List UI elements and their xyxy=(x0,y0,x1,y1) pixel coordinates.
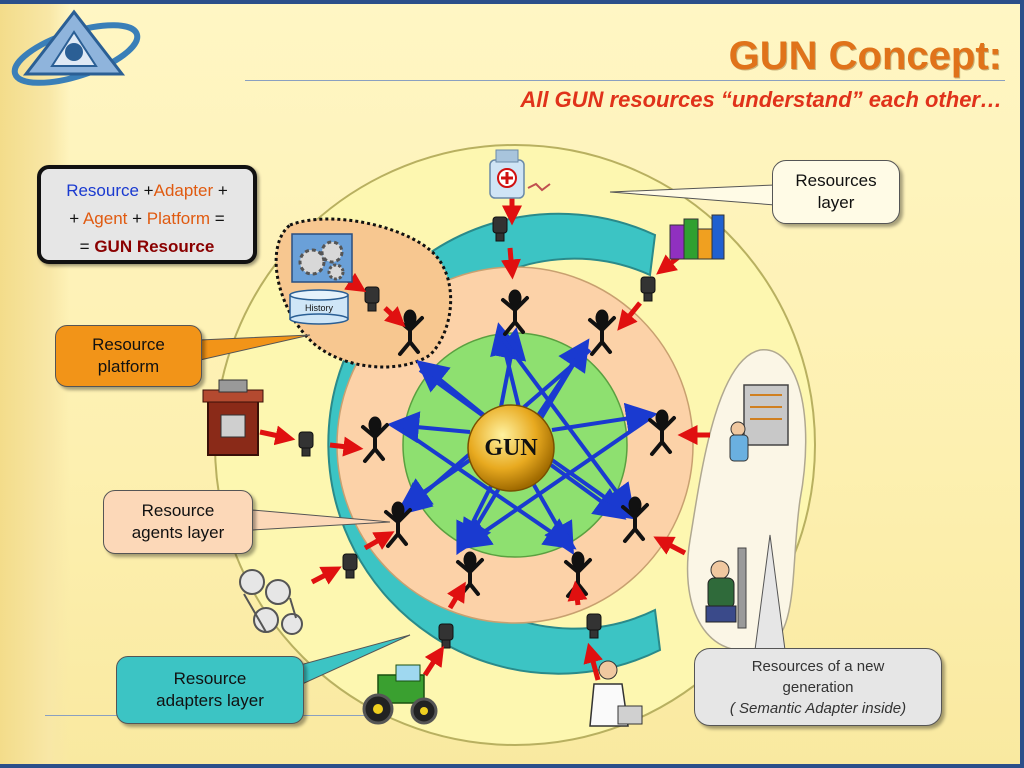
books-icon xyxy=(669,214,725,260)
red-arrow xyxy=(583,642,603,681)
worker-icon xyxy=(705,547,747,629)
callout-line: generation xyxy=(782,678,854,696)
agent-figure-icon xyxy=(564,551,592,598)
adapter-plug-icon xyxy=(640,276,656,302)
agent-figure-icon xyxy=(648,409,676,456)
resource-agents-layer-callout: Resource agents layer xyxy=(103,490,253,554)
red-arrow xyxy=(422,645,445,677)
border-top xyxy=(0,0,1024,4)
gears-icon xyxy=(291,233,353,283)
callout-line: ( Semantic Adapter inside) xyxy=(729,699,907,717)
gun-core xyxy=(467,404,555,492)
new-generation-callout: Resources of a new generation ( Semantic… xyxy=(694,648,942,726)
eq-plus: + xyxy=(69,209,83,228)
tractor-icon xyxy=(362,664,438,725)
red-arrow xyxy=(363,531,395,551)
resource-adapters-layer-callout: Resource adapters layer xyxy=(116,656,304,724)
callout-line: layer xyxy=(817,193,855,212)
callout-line: Resources xyxy=(795,171,877,190)
resource-platform-callout: Resource platform xyxy=(55,325,202,387)
eq-resource: Resource xyxy=(66,181,139,200)
callout-line: platform xyxy=(97,357,160,376)
adapter-plugs xyxy=(298,216,780,649)
eq-plus: + xyxy=(138,181,154,200)
eq-equals: = xyxy=(210,209,225,228)
blue-arrow xyxy=(458,416,652,550)
equation-line-2: + Agent + Platform = xyxy=(41,205,253,233)
eq-gun-resource: GUN Resource xyxy=(94,237,215,256)
adapter-plug-icon xyxy=(342,553,358,579)
eq-plus: + xyxy=(127,209,147,228)
doctor-icon xyxy=(589,660,643,727)
red-arrow xyxy=(259,425,296,446)
machine-icon xyxy=(202,379,264,456)
red-arrow xyxy=(653,536,687,556)
red-arrow xyxy=(500,247,521,280)
medicine-bottle-icon xyxy=(489,149,551,199)
blue-arrow xyxy=(387,411,471,444)
electrician-icon xyxy=(729,384,789,462)
equation-line-3: = GUN Resource xyxy=(41,233,253,261)
blue-arrow xyxy=(393,423,577,550)
agent-figure-icon xyxy=(384,501,412,548)
logo-icon xyxy=(11,9,141,86)
agent-figure-icon xyxy=(361,416,389,463)
red-arrow xyxy=(329,436,364,457)
eq-plus: + xyxy=(213,181,228,200)
resources-layer-callout: Resources layer xyxy=(772,160,900,224)
red-arrow xyxy=(617,301,642,331)
history-label: History xyxy=(305,303,334,313)
equation-box: Resource +Adapter + + Agent + Platform =… xyxy=(37,165,257,264)
agent-figure-icon xyxy=(456,551,484,598)
callout-line: adapters layer xyxy=(156,691,264,710)
database-icon: History xyxy=(289,289,349,325)
callout-line: agents layer xyxy=(131,523,225,542)
eq-agent: Agent xyxy=(82,209,128,228)
agent-figure-icon xyxy=(501,289,529,336)
title-rule xyxy=(245,80,1005,81)
page-title: GUN Concept: xyxy=(728,34,1002,78)
blue-arrow xyxy=(490,322,522,413)
agent-figures xyxy=(361,289,676,598)
agent-figure-icon xyxy=(588,309,616,356)
callout-line: Resource xyxy=(92,335,165,354)
agent-figure-icon xyxy=(621,496,649,543)
blue-arrow xyxy=(498,333,635,517)
red-arrow xyxy=(567,580,588,606)
eq-equals: = xyxy=(79,237,95,256)
adapter-plug-icon xyxy=(586,613,602,639)
page-subtitle: All GUN resources “understand” each othe… xyxy=(520,87,1002,112)
red-arrow xyxy=(446,581,466,610)
adapter-plug-icon xyxy=(298,431,314,457)
red-arrow xyxy=(383,306,406,328)
callout-line: Resource xyxy=(173,669,247,688)
red-arrow xyxy=(310,566,342,585)
callout-line: Resource xyxy=(141,501,215,520)
eq-adapter: Adapter xyxy=(153,181,214,200)
eq-platform: Platform xyxy=(146,209,211,228)
callout-line: Resources of a new xyxy=(751,657,885,675)
rollers-icon xyxy=(239,569,303,635)
adapter-plug-icon xyxy=(438,623,454,649)
gun-center-label: GUN xyxy=(484,434,538,461)
equation-line-1: Resource +Adapter + xyxy=(41,177,253,205)
border-right xyxy=(1020,0,1024,768)
adapter-plug-icon xyxy=(364,286,380,312)
border-bottom xyxy=(0,764,1024,768)
